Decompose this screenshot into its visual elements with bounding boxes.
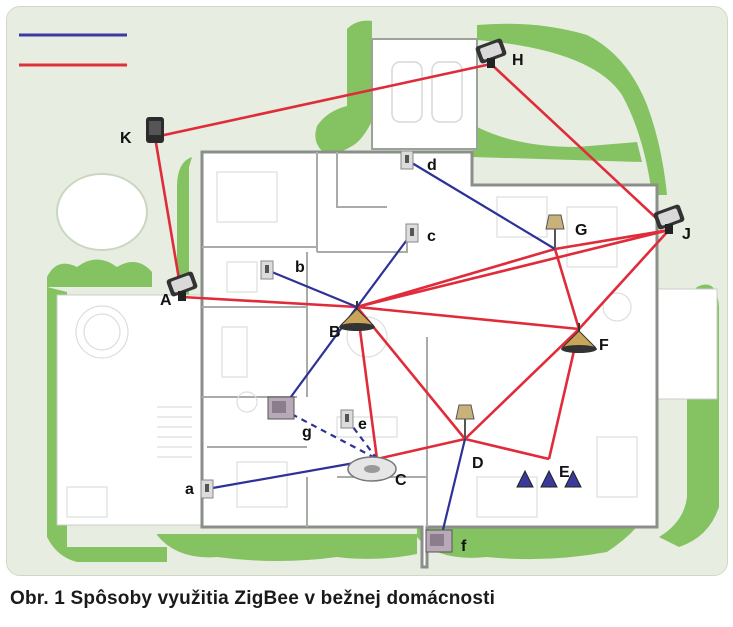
red-link-C-D bbox=[376, 437, 466, 461]
node-label-K: K bbox=[120, 130, 132, 147]
node-label-G: G bbox=[575, 222, 587, 239]
wall-switch-icon bbox=[260, 260, 274, 280]
wall-switch-icon bbox=[200, 479, 214, 499]
node-H: H bbox=[475, 38, 524, 69]
blue-link-b-B bbox=[266, 268, 358, 309]
floodlight-icon bbox=[653, 204, 685, 234]
blue-dashed-link-g-C bbox=[281, 408, 378, 460]
right-patio bbox=[654, 288, 718, 400]
wall-switch-icon bbox=[405, 223, 419, 243]
blue-link-a-C bbox=[206, 457, 378, 491]
node-D: D bbox=[455, 404, 484, 472]
node-label-d: d bbox=[427, 157, 437, 174]
red-link-A-B bbox=[181, 295, 358, 309]
red-link-D-E bbox=[464, 437, 550, 461]
node-e: e bbox=[340, 409, 367, 433]
red-link-F-G bbox=[553, 248, 581, 330]
node-label-B: B bbox=[329, 324, 341, 341]
wall-switch-icon bbox=[400, 150, 414, 170]
red-link-G-J bbox=[554, 228, 670, 251]
node-label-E: E bbox=[559, 464, 570, 481]
node-label-c: c bbox=[427, 228, 436, 245]
ceiling-lamp-icon bbox=[339, 301, 375, 331]
node-d: d bbox=[400, 150, 437, 174]
floor-lamp-icon bbox=[545, 214, 565, 249]
node-C: C bbox=[347, 456, 407, 489]
ceiling-fan-icon bbox=[347, 456, 397, 482]
blue-link-d-G bbox=[406, 159, 556, 250]
outdoor-lamp-icon bbox=[146, 117, 164, 143]
node-label-a: a bbox=[185, 481, 194, 498]
links-layer bbox=[153, 62, 670, 543]
spotlight-cluster-icon bbox=[516, 469, 582, 488]
node-c: c bbox=[405, 223, 436, 245]
node-J: J bbox=[653, 204, 691, 243]
node-f: f bbox=[425, 529, 467, 555]
floodlight-icon bbox=[166, 271, 198, 301]
red-link-B-C bbox=[355, 306, 379, 460]
red-link-K-H bbox=[154, 62, 492, 139]
node-label-C: C bbox=[395, 472, 407, 489]
floor-lamp-icon bbox=[455, 404, 475, 439]
node-G: G bbox=[545, 214, 587, 249]
node-label-H: H bbox=[512, 52, 524, 69]
controller-icon bbox=[425, 529, 453, 553]
garage-cars bbox=[391, 61, 463, 123]
red-link-B-G bbox=[356, 247, 556, 309]
nodes-layer: A B C D E F G H J Ka b c d e f g bbox=[120, 38, 691, 555]
red-link-B-F bbox=[356, 305, 580, 331]
left-patio bbox=[56, 294, 203, 526]
controller-icon bbox=[267, 396, 295, 420]
figure-caption: Obr. 1 Spôsoby využitia ZigBee v bežnej … bbox=[10, 588, 496, 609]
node-label-J: J bbox=[682, 226, 691, 243]
node-B: B bbox=[329, 301, 375, 341]
floodlight-icon bbox=[475, 38, 507, 68]
node-F: F bbox=[561, 323, 609, 354]
node-a: a bbox=[185, 479, 214, 499]
ceiling-lamp-icon bbox=[561, 323, 597, 353]
node-label-e: e bbox=[358, 416, 367, 433]
diagram-canvas: A B C D E F G H J Ka b c d e f g bbox=[7, 7, 727, 575]
node-b: b bbox=[260, 259, 305, 280]
node-label-A: A bbox=[160, 292, 172, 309]
node-g: g bbox=[267, 396, 312, 441]
node-A: A bbox=[160, 271, 198, 309]
red-link-F-J bbox=[578, 229, 670, 330]
pond-shape bbox=[56, 173, 148, 251]
red-link-J-B bbox=[356, 228, 670, 309]
blue-link-c-B bbox=[356, 232, 413, 308]
node-label-g: g bbox=[302, 424, 312, 441]
garage-area bbox=[371, 38, 478, 150]
red-link-B-D bbox=[355, 306, 467, 440]
node-E: E bbox=[516, 464, 582, 488]
red-link-H-J bbox=[490, 63, 670, 231]
node-K: K bbox=[120, 117, 164, 147]
blue-link-f-D bbox=[438, 438, 467, 543]
red-link-D-F bbox=[464, 328, 580, 440]
patio-furniture bbox=[66, 305, 192, 518]
legend bbox=[19, 33, 127, 67]
house-floor-plan bbox=[200, 150, 659, 569]
node-label-b: b bbox=[295, 259, 305, 276]
blue-dashed-link-e-C bbox=[346, 418, 378, 460]
red-link-K-A bbox=[153, 136, 184, 298]
node-label-f: f bbox=[461, 538, 467, 555]
node-label-D: D bbox=[472, 455, 484, 472]
wall-switch-icon bbox=[340, 409, 354, 429]
node-label-F: F bbox=[599, 337, 609, 354]
